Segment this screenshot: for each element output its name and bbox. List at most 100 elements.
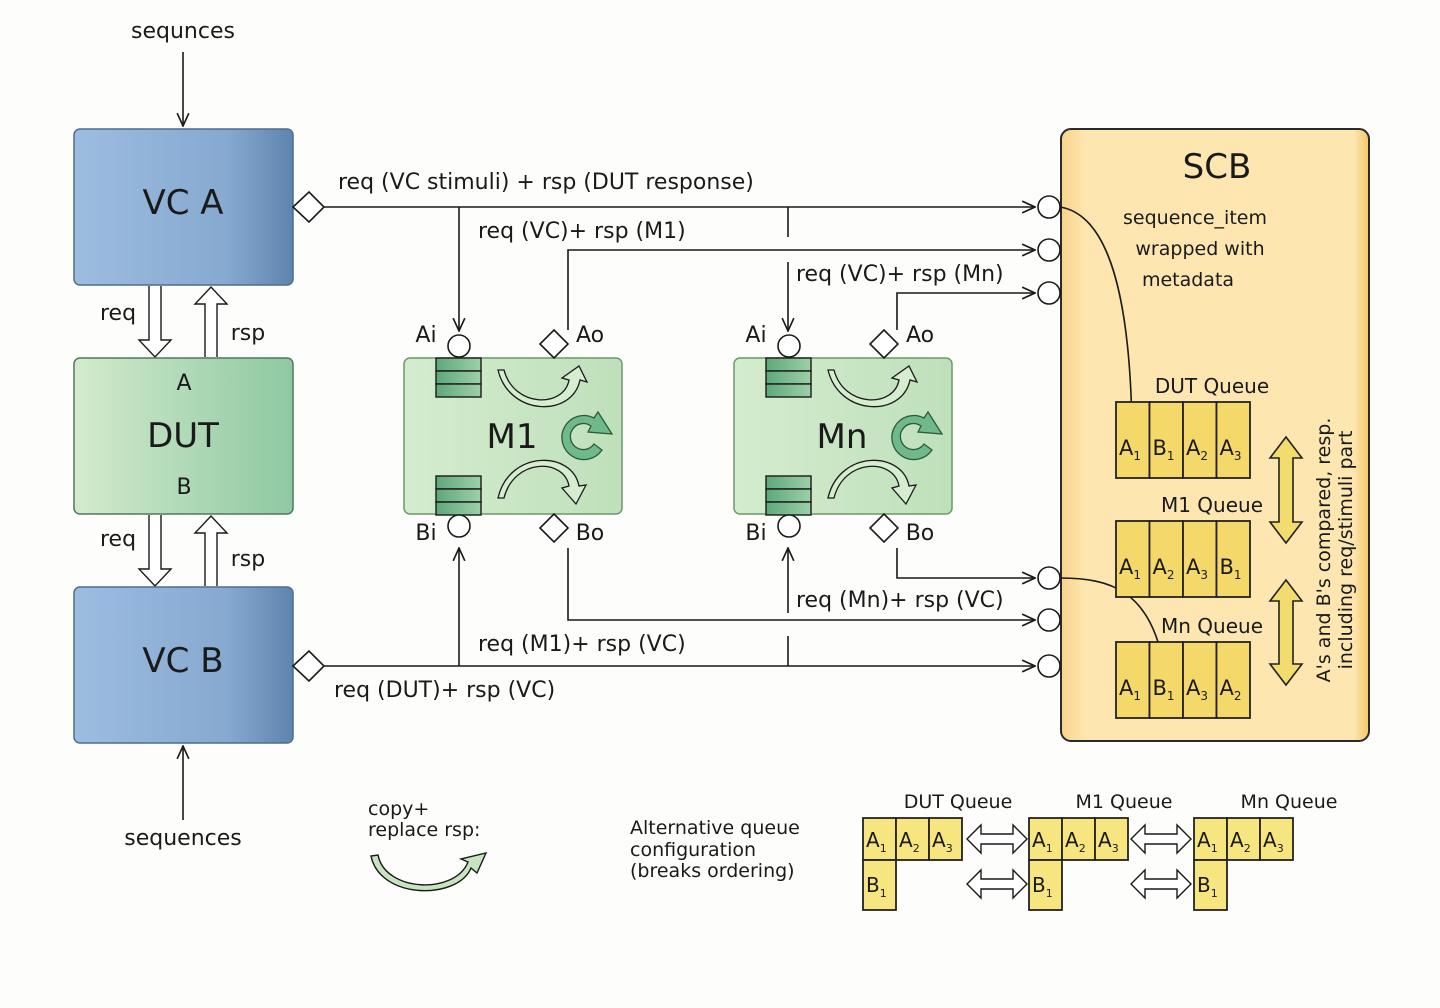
scb-port-mn-b[interactable] bbox=[1037, 566, 1061, 590]
vc-b-block[interactable]: VC B bbox=[73, 586, 294, 744]
scb-queue-name: M1 Queue bbox=[1161, 493, 1263, 517]
alt-caption-line-3: (breaks ordering) bbox=[630, 860, 795, 882]
scb-port-vcb[interactable] bbox=[1037, 654, 1061, 678]
queue-cell bbox=[1215, 401, 1251, 479]
fifo-a-icon bbox=[435, 357, 482, 398]
alt-queue-cell bbox=[1094, 817, 1129, 861]
scb-port-m1-a[interactable] bbox=[1037, 238, 1061, 262]
alt-queue-name: Mn Queue bbox=[1241, 791, 1338, 813]
monitor-bo-port[interactable] bbox=[538, 512, 570, 544]
scb-port-m1-b[interactable] bbox=[1037, 608, 1061, 632]
top-sequences-label: sequnces bbox=[131, 19, 235, 44]
dut-top-rsp-label: rsp bbox=[231, 321, 265, 346]
alt-compare-a-arrow-icon bbox=[966, 823, 1028, 855]
mn-bo-to-scb-line bbox=[896, 548, 1035, 578]
alt-queue-cell bbox=[1028, 859, 1063, 911]
alt-compare-a-arrow-icon bbox=[1130, 823, 1192, 855]
queue-cell bbox=[1215, 641, 1251, 719]
m1-ao-to-scb-line bbox=[567, 250, 1035, 330]
copy-replace-b-icon bbox=[497, 459, 588, 506]
dut-bottom-rsp-arrow bbox=[193, 514, 229, 586]
legend-copy-line-1: copy+ bbox=[368, 798, 429, 820]
alt-queue-name: DUT Queue bbox=[904, 791, 1013, 813]
vc-b-label: VC B bbox=[142, 641, 223, 681]
scb-title: SCB bbox=[1183, 147, 1252, 187]
dut-block[interactable]: A DUT B bbox=[73, 357, 294, 515]
monitor-port-label-ao: Ao bbox=[906, 323, 934, 348]
vc-a-label: VC A bbox=[142, 183, 223, 223]
mn-bo-to-scb-label: req (Mn)+ rsp (VC) bbox=[796, 588, 1004, 613]
alt-queue-cell bbox=[1259, 817, 1294, 861]
monitor-ao-port[interactable] bbox=[868, 328, 900, 360]
compare-note-line-1: A's and B's compared, resp. bbox=[1313, 418, 1335, 683]
alt-queue-cell bbox=[1193, 817, 1228, 861]
scb-note-line-2: wrapped with bbox=[1135, 238, 1264, 260]
fifo-b-icon bbox=[435, 475, 482, 516]
dut-bottom-rsp-label: rsp bbox=[231, 547, 265, 572]
alt-queue-cell bbox=[1193, 859, 1228, 911]
scb-queue-name: Mn Queue bbox=[1161, 614, 1263, 638]
alt-queue-name: M1 Queue bbox=[1076, 791, 1173, 813]
dut-label: DUT bbox=[147, 416, 219, 456]
dut-top-rsp-arrow bbox=[193, 285, 229, 357]
mn-ao-to-scb-line bbox=[896, 293, 1035, 330]
copy-replace-b-icon bbox=[827, 459, 918, 506]
copy-replace-a-icon bbox=[827, 365, 919, 408]
mn-ao-to-scb-label: req (VC)+ rsp (Mn) bbox=[796, 262, 1004, 287]
scb-route-to-dut-queue bbox=[1059, 206, 1132, 428]
fifo-a-icon bbox=[765, 357, 812, 398]
monitor-bi-port[interactable] bbox=[447, 514, 471, 538]
vc-b-port-icon[interactable] bbox=[291, 649, 326, 683]
monitor-label: M1 bbox=[487, 417, 538, 457]
scb-queue-name: DUT Queue bbox=[1155, 374, 1269, 398]
m1-bo-to-scb-label: req (M1)+ rsp (VC) bbox=[478, 632, 686, 657]
copy-replace-arrow-icon bbox=[370, 851, 488, 892]
monitor-ai-port[interactable] bbox=[447, 334, 471, 358]
queue-cell bbox=[1115, 520, 1151, 598]
alt-queue-cell bbox=[895, 817, 930, 861]
compare-note-line-2: including req/stimuli part bbox=[1335, 431, 1357, 670]
queue-cell bbox=[1182, 401, 1218, 479]
queue-cell bbox=[1115, 641, 1151, 719]
monitor-label: Mn bbox=[817, 417, 868, 457]
queue-cell bbox=[1148, 401, 1184, 479]
vca-to-scb-label: req (VC stimuli) + rsp (DUT response) bbox=[338, 170, 754, 195]
vc-a-port-icon[interactable] bbox=[291, 190, 326, 224]
queue-cell bbox=[1182, 641, 1218, 719]
dut-top-req-label: req bbox=[100, 301, 136, 326]
monitor-port-label-ao: Ao bbox=[576, 323, 604, 348]
vc-a-block[interactable]: VC A bbox=[73, 128, 294, 286]
monitor-port-label-ai: Ai bbox=[745, 323, 766, 348]
alt-queue-cell bbox=[1028, 817, 1063, 861]
process-cycle-icon bbox=[561, 410, 614, 461]
alt-caption-line-2: configuration bbox=[630, 839, 756, 861]
compare-arrow-dut-m1-icon bbox=[1268, 435, 1304, 545]
dut-bottom-req-arrow bbox=[137, 515, 173, 588]
alt-queue-cell bbox=[1061, 817, 1096, 861]
monitor-ai-port[interactable] bbox=[777, 334, 801, 358]
dut-port-b-label: B bbox=[176, 475, 191, 500]
copy-replace-a-icon bbox=[497, 365, 589, 408]
scb-port-mn-a[interactable] bbox=[1037, 281, 1061, 305]
fifo-b-icon bbox=[765, 475, 812, 516]
dut-top-req-arrow bbox=[137, 286, 173, 359]
queue-cell bbox=[1148, 641, 1184, 719]
dut-port-a-label: A bbox=[176, 371, 191, 396]
queue-cell bbox=[1215, 520, 1251, 598]
bottom-sequences-label: sequences bbox=[124, 826, 241, 851]
monitor-bo-port[interactable] bbox=[868, 512, 900, 544]
monitor-ao-port[interactable] bbox=[538, 328, 570, 360]
legend-copy-line-2: replace rsp: bbox=[368, 819, 480, 841]
scb-port-vca[interactable] bbox=[1037, 195, 1061, 219]
process-cycle-icon bbox=[891, 410, 944, 461]
compare-arrow-m1-mn-icon bbox=[1268, 578, 1304, 687]
monitor-bi-port[interactable] bbox=[777, 514, 801, 538]
